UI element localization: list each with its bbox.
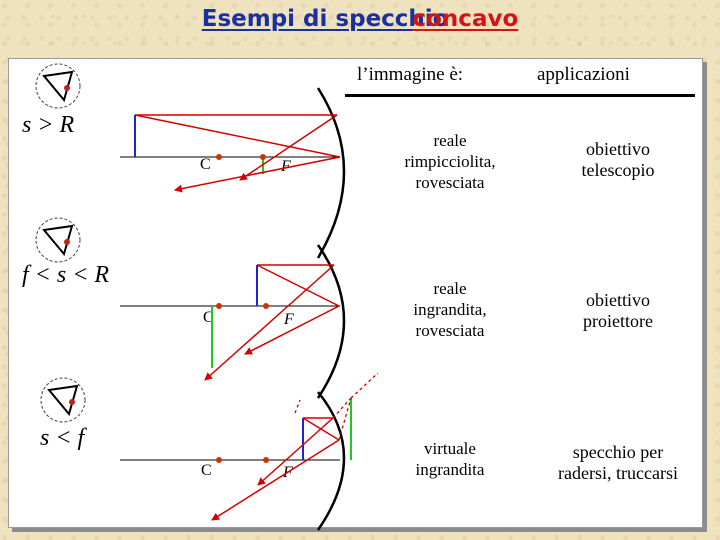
row2-image-line1: reale: [433, 279, 467, 298]
row1-label-F: F: [281, 158, 291, 175]
row3-virtual-ray-a: [332, 397, 352, 419]
mirror-1: [316, 87, 346, 259]
row1-ray-a-reflected: [174, 156, 341, 193]
row3-point-C: [216, 457, 222, 463]
slide-title: Esempi di specchioconcavo: [0, 6, 720, 32]
mirror-2: [316, 244, 346, 399]
row2-point-F: [263, 303, 269, 309]
row3-ray-b-reflected: [211, 439, 340, 521]
header-apps: applicazioni: [537, 64, 630, 85]
row3-apps-line2: radersi, truccarsi: [558, 463, 678, 483]
row3-label-C: C: [201, 462, 212, 479]
case-label-1: s > R: [22, 112, 75, 138]
row1-apps-line2: telescopio: [581, 160, 655, 180]
mirror-3: [316, 391, 346, 531]
row2-image-line2: ingrandita,: [413, 300, 487, 319]
header-rule: [345, 94, 695, 97]
row2-label-C: C: [203, 309, 214, 326]
row1-ray-b-reflected: [239, 114, 338, 181]
title-part-1: Esempi di specchio: [201, 6, 449, 32]
row1-apps: obiettivo telescopio: [538, 139, 698, 181]
row2-ray-a-reflected: [204, 264, 335, 381]
row3-image-desc: virtuale ingrandita: [370, 438, 530, 480]
row1-image-line2: rimpicciolita,: [404, 152, 496, 171]
row2-point-C: [216, 303, 222, 309]
row2-ray-b: [256, 264, 340, 307]
case-label-2: f < s < R: [22, 262, 110, 288]
row2-apps: obiettivo proiettore: [538, 290, 698, 332]
row1-apps-line1: obiettivo: [586, 139, 650, 159]
row2-apps-line1: obiettivo: [586, 290, 650, 310]
row2-image-desc: reale ingrandita, rovesciata: [370, 278, 530, 341]
row3-ray-b: [302, 417, 340, 441]
row1-image-desc: reale rimpicciolita, rovesciata: [370, 130, 530, 193]
eye-icon-2: [35, 217, 81, 263]
row1-point-C: [216, 154, 222, 160]
row3-image-line2: ingrandita: [415, 460, 485, 479]
row1-image-line3: rovesciata: [415, 173, 485, 192]
row1-image-line1: reale: [433, 131, 467, 150]
row3-apps: specchio per radersi, truccarsi: [532, 442, 704, 484]
row2-label-F: F: [284, 311, 294, 328]
row1-point-F: [260, 154, 266, 160]
eye-icon-1: [35, 63, 81, 109]
row3-image-line1: virtuale: [424, 439, 476, 458]
header-image: l’immagine è:: [357, 64, 464, 85]
row3-virtual-ray-b: [338, 397, 352, 441]
row2-image-line3: rovesciata: [415, 321, 485, 340]
row3-apps-line1: specchio per: [572, 442, 664, 462]
title-part-2: concavo: [412, 6, 519, 32]
row1-label-C: C: [200, 156, 211, 173]
eye-icon-3: [40, 377, 86, 423]
case-label-3: s < f: [40, 425, 85, 451]
row3-virtual-ray-c: [294, 399, 301, 414]
content-panel: [8, 58, 703, 528]
row2-ray-b-reflected: [244, 305, 340, 355]
row3-virtual-ray-a-ext: [350, 372, 379, 399]
row2-apps-line2: proiettore: [583, 311, 653, 331]
row3-point-F: [263, 457, 269, 463]
row1-ray-a: [134, 114, 341, 158]
